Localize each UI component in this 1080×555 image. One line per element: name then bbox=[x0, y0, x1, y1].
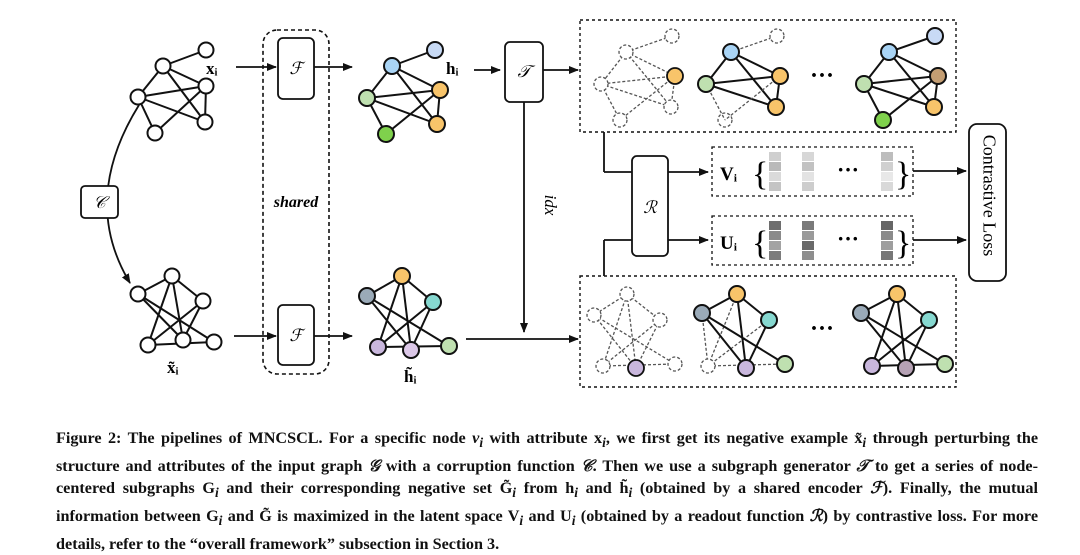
contrastive-loss-label: Contrastive Loss bbox=[979, 135, 999, 257]
caption-text: (obtained by a readout function bbox=[575, 506, 810, 525]
caption-text: . Then we use a subgraph generator bbox=[592, 456, 857, 475]
encoded-graph-h-tilde bbox=[358, 267, 458, 359]
caption-sub: i bbox=[862, 435, 867, 451]
caption-label: Figure 2: bbox=[56, 429, 122, 447]
caption-text: through perturbing the structure and att… bbox=[56, 429, 1039, 475]
caption-text: The pipelines of MNCSCL. For a specific … bbox=[121, 429, 473, 447]
u-i-left-brace: { bbox=[752, 225, 768, 262]
caption-sub: i bbox=[214, 485, 219, 501]
caption-text: with a corruption function bbox=[379, 456, 581, 475]
caption-text: from h bbox=[516, 479, 575, 498]
encoder-bottom-box bbox=[277, 304, 315, 366]
negative-subgraphs-frame bbox=[579, 275, 957, 388]
caption-math: 𝒢 bbox=[368, 456, 380, 475]
caption-sub: i bbox=[574, 485, 579, 501]
u-i-label: Uᵢ bbox=[720, 233, 738, 254]
v-i-label: Vᵢ bbox=[720, 164, 738, 185]
pipeline-figure: xᵢ x̃ᵢ 𝒞 ℱ ℱ shared bbox=[80, 19, 1007, 388]
caption-math: v bbox=[472, 429, 480, 447]
caption-text: and U bbox=[523, 506, 572, 525]
corrupted-graph bbox=[129, 267, 223, 354]
shared-label: shared bbox=[273, 194, 319, 211]
x-i-label: xᵢ bbox=[206, 59, 218, 78]
v-i-vectors bbox=[769, 152, 893, 191]
positive-subgraph-2 bbox=[697, 28, 789, 128]
caption-text: ) by contrastive loss. For more details,… bbox=[56, 506, 1039, 553]
h-i-label: hᵢ bbox=[446, 59, 458, 78]
caption-math: 𝒞 bbox=[580, 456, 593, 475]
caption-math: 𝒯 bbox=[856, 456, 869, 475]
caption-text: ). Finally, the mutual information betwe… bbox=[56, 479, 1038, 525]
v-i-right-brace: } bbox=[895, 156, 911, 193]
caption-sub: i bbox=[479, 435, 484, 451]
caption-text: and h̃ bbox=[578, 479, 629, 498]
caption-text: , we first get its negative example bbox=[605, 429, 855, 447]
encoder-top-box bbox=[277, 37, 315, 100]
positive-subgraphs-frame bbox=[579, 19, 957, 133]
bottom-ellipsis: ··· bbox=[810, 316, 834, 342]
caption-sub: i bbox=[602, 435, 606, 451]
contrastive-loss-box bbox=[968, 123, 1007, 282]
encoder-bottom-label: ℱ bbox=[289, 326, 306, 345]
caption-sub: i bbox=[519, 513, 524, 529]
u-i-vectors bbox=[769, 221, 893, 260]
caption-sub: i bbox=[628, 485, 633, 501]
caption-text: (obtained by a shared encoder bbox=[632, 479, 871, 498]
readout-box bbox=[631, 155, 669, 257]
v-i-frame bbox=[711, 146, 914, 197]
caption-sub: i bbox=[218, 513, 223, 529]
caption-math: ℱ bbox=[870, 479, 883, 498]
caption-sub: i bbox=[512, 485, 517, 501]
u-i-right-brace: } bbox=[895, 225, 911, 262]
negative-subgraph-3 bbox=[852, 285, 954, 377]
caption-math: x̃ bbox=[854, 429, 863, 447]
x-tilde-i-label: x̃ᵢ bbox=[167, 358, 179, 377]
h-tilde-i-label: h̃ᵢ bbox=[404, 366, 416, 386]
caption-text: with attribute bbox=[483, 429, 595, 447]
figure-caption: Figure 2: The pipelines of MNCSCL. For a… bbox=[56, 427, 1038, 555]
encoder-top-label: ℱ bbox=[289, 59, 306, 78]
shared-encoder-frame bbox=[262, 29, 330, 375]
readout-label: ℛ bbox=[643, 198, 658, 217]
negative-subgraph-2 bbox=[693, 285, 794, 377]
caption-sub: i bbox=[571, 513, 576, 529]
positive-subgraph-1 bbox=[593, 28, 684, 128]
idx-label: idx bbox=[541, 195, 560, 216]
caption-text: to get a series of node-centered subgrap… bbox=[56, 456, 1038, 498]
caption-text: and their corresponding negative set G̃ bbox=[218, 479, 513, 498]
top-ellipsis: ··· bbox=[810, 63, 834, 89]
caption-math: x bbox=[594, 429, 603, 447]
input-graph bbox=[129, 41, 215, 142]
positive-subgraph-3 bbox=[855, 27, 947, 129]
corruption-box bbox=[80, 185, 119, 219]
caption-text: and G̃ is maximized in the latent space … bbox=[222, 506, 520, 525]
caption-math: ℛ bbox=[809, 506, 823, 525]
u-i-ellipsis: ··· bbox=[837, 226, 859, 251]
v-i-left-brace: { bbox=[752, 156, 768, 193]
encoded-graph-h bbox=[358, 41, 449, 143]
negative-subgraph-1 bbox=[586, 286, 683, 377]
v-i-ellipsis: ··· bbox=[837, 157, 859, 182]
u-i-frame bbox=[711, 215, 914, 266]
